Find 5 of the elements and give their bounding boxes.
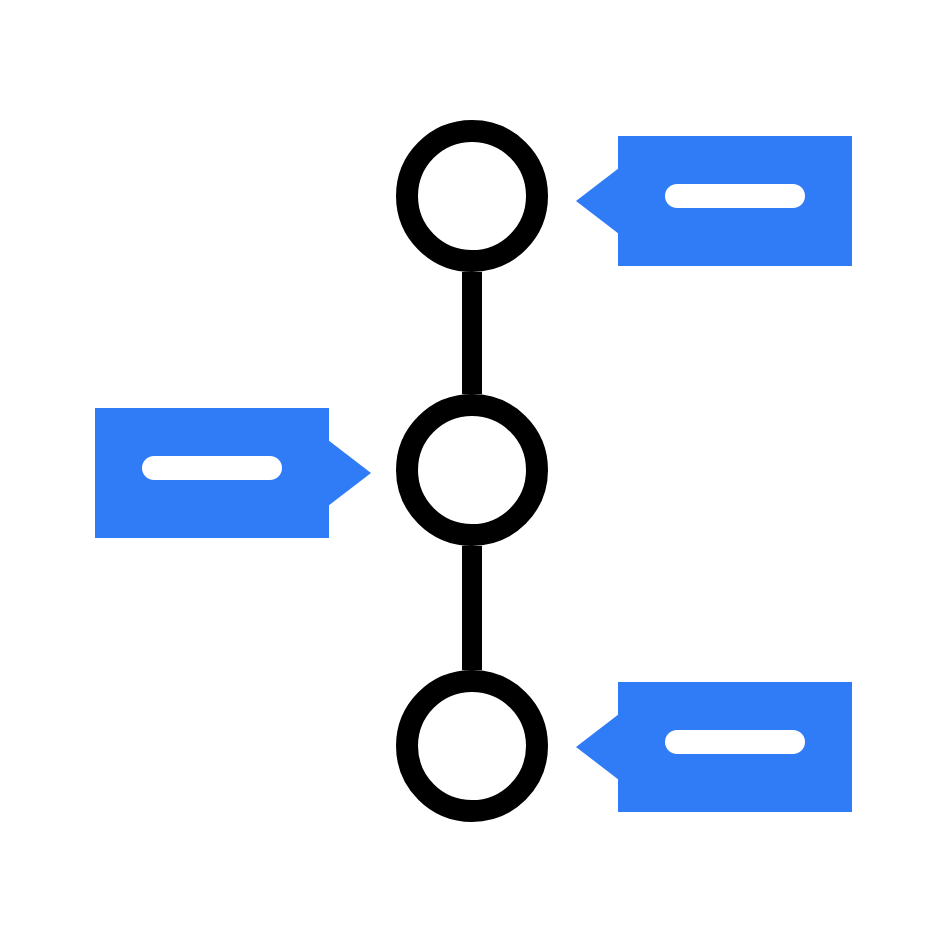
connector-line [462, 546, 482, 670]
timeline-circle [396, 394, 548, 546]
timeline-circle [396, 670, 548, 822]
timeline-circle [396, 120, 548, 272]
connector-line [462, 272, 482, 394]
